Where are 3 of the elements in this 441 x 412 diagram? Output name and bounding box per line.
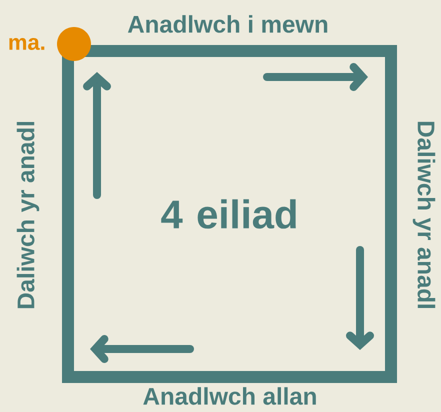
side-label: Daliwch yr anadl — [16, 122, 40, 308]
square-box: 4 eiliad — [62, 45, 397, 383]
start-label: ma. — [9, 38, 44, 50]
